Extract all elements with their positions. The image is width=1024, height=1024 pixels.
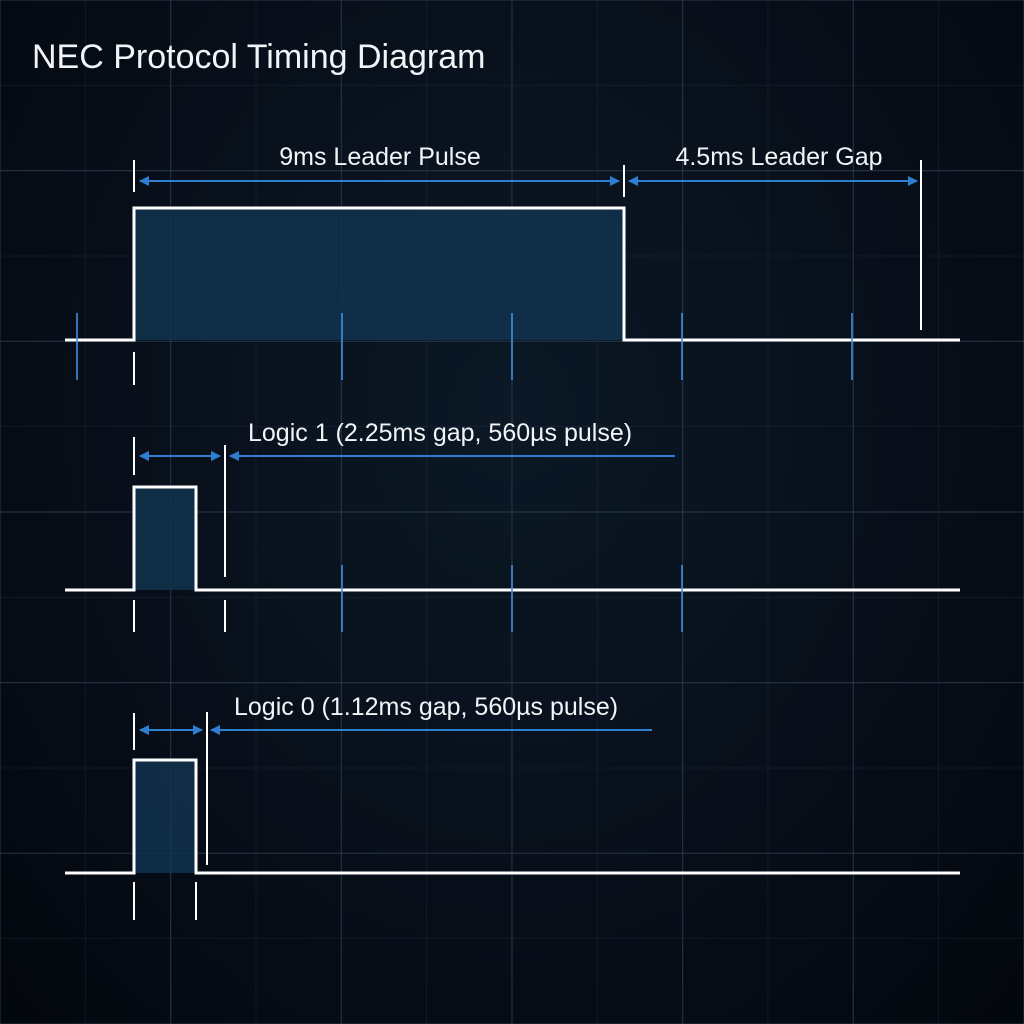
leader-pulse-label: 9ms Leader Pulse xyxy=(279,143,481,171)
logic1-label: Logic 1 (2.25ms gap, 560µs pulse) xyxy=(248,419,632,447)
logic1-pulse-fill xyxy=(134,487,196,590)
logic0-pulse-fill xyxy=(134,760,196,873)
logic1-timing-ticks xyxy=(341,565,683,632)
diagram-title: NEC Protocol Timing Diagram xyxy=(32,38,485,76)
leader-markers xyxy=(133,160,922,385)
leader-timing-ticks xyxy=(76,313,853,380)
leader-pulse-fill xyxy=(134,208,624,340)
logic0-signal-line xyxy=(65,758,960,875)
logic1-signal-line xyxy=(65,485,960,592)
leader-gap-label: 4.5ms Leader Gap xyxy=(675,143,882,171)
logic1-waveform: Logic 1 (2.25ms gap, 560µs pulse) xyxy=(65,419,960,632)
logic0-markers xyxy=(133,712,208,920)
logic1-markers xyxy=(133,437,226,632)
leader-waveform: 9ms Leader Pulse 4.5ms Leader Gap xyxy=(65,143,960,385)
logic0-label: Logic 0 (1.12ms gap, 560µs pulse) xyxy=(234,693,618,721)
logic0-waveform: Logic 0 (1.12ms gap, 560µs pulse) xyxy=(65,693,960,920)
leader-signal-line xyxy=(65,206,960,342)
